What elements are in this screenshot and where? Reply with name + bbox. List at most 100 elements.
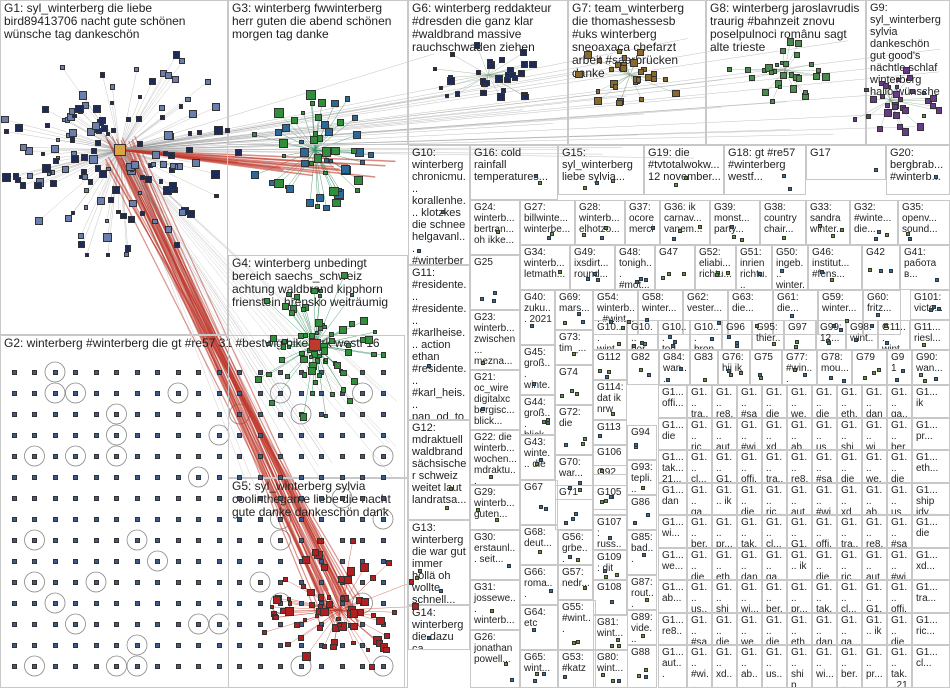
cluster-node xyxy=(883,83,890,89)
small-group-node xyxy=(563,443,568,448)
group-cell: G1... #wi... xyxy=(737,418,762,450)
g3-node xyxy=(340,165,350,174)
g2-node xyxy=(93,537,99,543)
g4-node xyxy=(350,377,359,385)
group-cell: G1... wi... xyxy=(812,645,837,688)
small-group-node xyxy=(937,306,942,311)
group-g90: G90: wan... xyxy=(912,350,950,385)
g2-node xyxy=(32,621,37,627)
group-g7: G7: team_winterberg die thomashessesb #u… xyxy=(568,0,706,145)
group-g41: G41: работа в... xyxy=(900,245,950,290)
group-label: G1... tra... xyxy=(841,517,859,548)
cluster-node xyxy=(635,77,642,84)
group-g20: G20: bergbrab... #winterb... xyxy=(886,145,950,195)
g1-node xyxy=(89,155,98,164)
group-g63: G63: die... xyxy=(728,290,773,335)
group-g82: G82 xyxy=(627,350,659,385)
small-group-node xyxy=(793,368,798,373)
group-cell: G1... ga... xyxy=(837,613,862,645)
group-cell: G1... die xyxy=(912,515,950,548)
small-group-node xyxy=(631,344,636,349)
g5-node xyxy=(360,597,369,606)
g4-node xyxy=(316,373,322,379)
group-label: G85: bad... xyxy=(631,532,654,565)
g2-node xyxy=(196,663,201,669)
g2-node xyxy=(73,642,78,648)
g2-node xyxy=(196,411,201,417)
cluster-node xyxy=(864,87,869,92)
cluster-node xyxy=(521,60,529,68)
group-g78: G78: mou... xyxy=(817,350,852,385)
g1-node xyxy=(168,182,177,191)
group-cell: G1... ik xyxy=(912,385,950,418)
small-group-node xyxy=(481,406,486,411)
g1-node xyxy=(78,174,83,179)
small-group-node xyxy=(476,508,481,513)
g2-node xyxy=(216,642,222,648)
g2-node xyxy=(278,390,283,396)
small-group-node xyxy=(544,506,549,511)
group-g112: G112 xyxy=(593,350,627,380)
g2-node xyxy=(11,432,17,438)
group-label: G1... #wi... xyxy=(891,550,909,580)
g2-node xyxy=(298,390,304,396)
group-label: G1... ga... xyxy=(691,485,708,515)
small-group-node xyxy=(575,391,580,396)
g2-node xyxy=(319,474,324,480)
cluster-node xyxy=(504,76,511,84)
g2-node xyxy=(257,663,263,669)
small-group-node xyxy=(934,277,939,282)
g2-node xyxy=(298,600,304,606)
g2-node xyxy=(93,621,99,627)
group-label: G44: groß... blick... xyxy=(524,397,551,434)
group-g65: G65: wint... xyxy=(520,650,558,688)
g4-node xyxy=(340,387,346,393)
g1-node xyxy=(178,209,186,217)
group-cell: G1... ric... xyxy=(912,613,950,645)
g1-node xyxy=(103,233,112,242)
small-group-node xyxy=(726,334,731,339)
group-cell: G1... ab... xyxy=(787,418,812,450)
group-g45: G45: groß... winte... xyxy=(520,345,555,395)
g2-node xyxy=(11,537,17,543)
small-group-node xyxy=(563,521,568,526)
group-label: G107: russ... xyxy=(597,517,622,550)
small-group-node xyxy=(580,441,585,446)
g1-node xyxy=(172,51,181,59)
small-group-node xyxy=(732,235,737,240)
g2-node xyxy=(360,474,365,480)
small-group-node xyxy=(529,323,534,328)
small-group-node xyxy=(493,291,498,296)
group-cell: G1... re8... xyxy=(712,385,737,418)
small-group-node xyxy=(872,370,877,375)
group-label: G72: die xyxy=(559,407,581,429)
small-group-node xyxy=(616,342,621,347)
g2-node xyxy=(360,432,365,438)
g3-node xyxy=(251,171,259,179)
cluster-node xyxy=(500,87,506,93)
g2-node xyxy=(11,621,17,627)
g2-node xyxy=(52,558,58,564)
g2-node xyxy=(339,663,345,669)
small-group-node xyxy=(509,678,514,683)
group-cell: G1... #wi... xyxy=(887,548,912,580)
g3-node xyxy=(321,121,330,129)
group-label: G1... we... xyxy=(741,615,758,645)
group-label: G64: etc xyxy=(524,607,546,629)
g1-node xyxy=(19,143,27,151)
group-label: G1... ber... xyxy=(766,582,783,613)
g3-node xyxy=(269,179,275,186)
g2-node xyxy=(32,579,37,585)
group-label: G1... die xyxy=(841,452,858,483)
g1-node xyxy=(95,140,101,146)
group-g29: G29: winterb... guten... xyxy=(470,485,520,530)
g3-node xyxy=(317,99,327,108)
g3-node xyxy=(337,187,342,192)
g2-node xyxy=(298,369,304,375)
group-g83: G83 xyxy=(690,350,718,385)
group-g103: G10... wint... xyxy=(593,320,627,350)
g4-node xyxy=(269,334,277,343)
cluster-node xyxy=(479,78,487,85)
group-cell: G1... dan xyxy=(812,613,837,645)
group-label: G1... wi... xyxy=(662,517,684,539)
